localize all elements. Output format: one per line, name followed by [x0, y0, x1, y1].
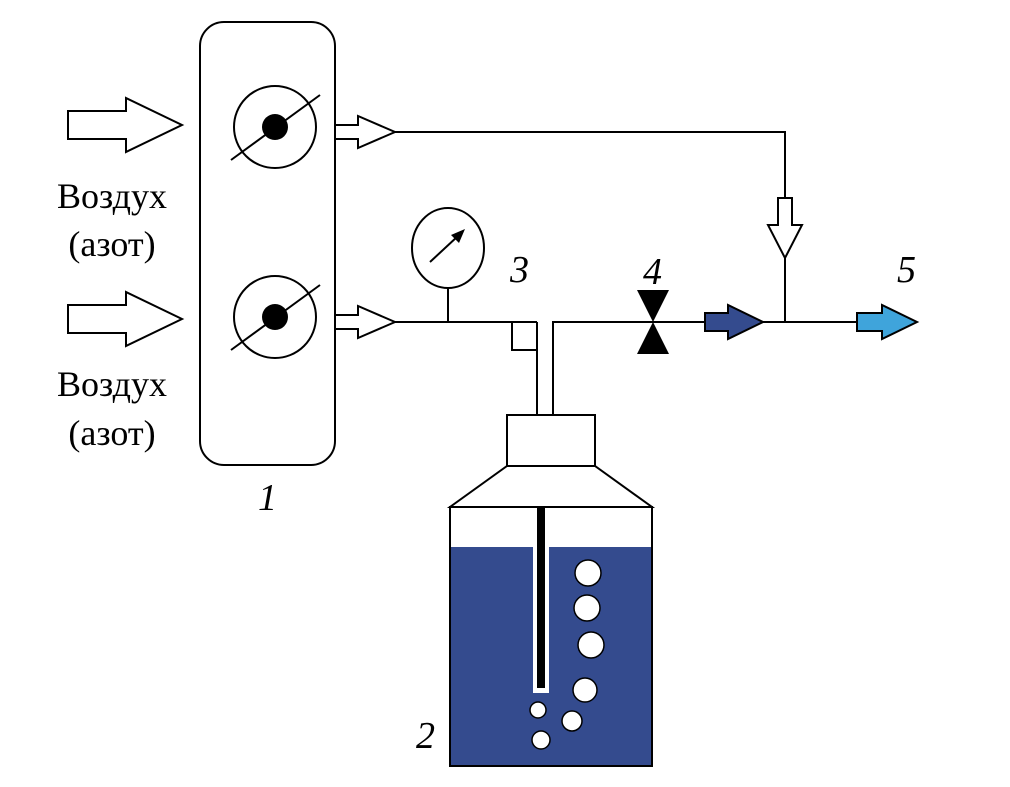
bubble	[561, 710, 583, 732]
vessel-cap	[506, 414, 596, 467]
gauge-needle-tip	[451, 229, 465, 243]
bubble	[573, 594, 601, 622]
block-outlet-arrow-bottom	[334, 304, 398, 340]
gauge-needle	[429, 235, 459, 263]
input-label-top-line1: Воздух	[57, 176, 167, 216]
component-number-2: 2	[416, 715, 435, 757]
block-outlet-arrow-top	[334, 114, 398, 150]
bubbler-vessel	[446, 414, 656, 767]
bypass-line	[395, 131, 786, 198]
vessel-liquid	[451, 547, 651, 765]
component-number-4: 4	[643, 251, 662, 293]
gauge-dial	[411, 207, 485, 289]
pressure-gauge	[411, 207, 485, 322]
input-arrow-bottom	[67, 290, 185, 348]
outlet-arrow	[856, 303, 920, 341]
mixed-flow-arrow	[704, 303, 766, 341]
bubbler-inlet-tube-outer	[511, 322, 536, 351]
input-arrow-top	[67, 96, 185, 154]
dip-tube	[537, 508, 545, 688]
component-number-1: 1	[258, 477, 277, 519]
controller-dial-top	[233, 85, 317, 169]
bubble	[574, 559, 602, 587]
bubbler-outlet-tube	[552, 321, 640, 416]
input-label-top-line2: (азот)	[68, 224, 155, 264]
controller-indicator-top	[230, 94, 321, 161]
valve	[637, 290, 669, 354]
bypass-down-arrow	[766, 197, 804, 261]
input-label-bottom-line1: Воздух	[57, 364, 167, 404]
input-label-bottom-line2: (азот)	[68, 413, 155, 453]
flow-controller-block	[199, 21, 336, 466]
bubble	[577, 631, 605, 659]
controller-indicator-bottom	[230, 284, 321, 351]
component-number-3: 3	[509, 249, 529, 291]
controller-dial-bottom	[233, 275, 317, 359]
component-number-5: 5	[897, 249, 916, 291]
bubble	[531, 730, 551, 750]
valve-upper-triangle	[637, 290, 669, 322]
vessel-shoulder	[446, 465, 656, 508]
flow-controller-bottom	[230, 275, 321, 359]
bubble	[572, 677, 598, 703]
valve-lower-triangle	[637, 322, 669, 354]
flow-controller-top	[230, 85, 321, 169]
bubble	[529, 701, 547, 719]
